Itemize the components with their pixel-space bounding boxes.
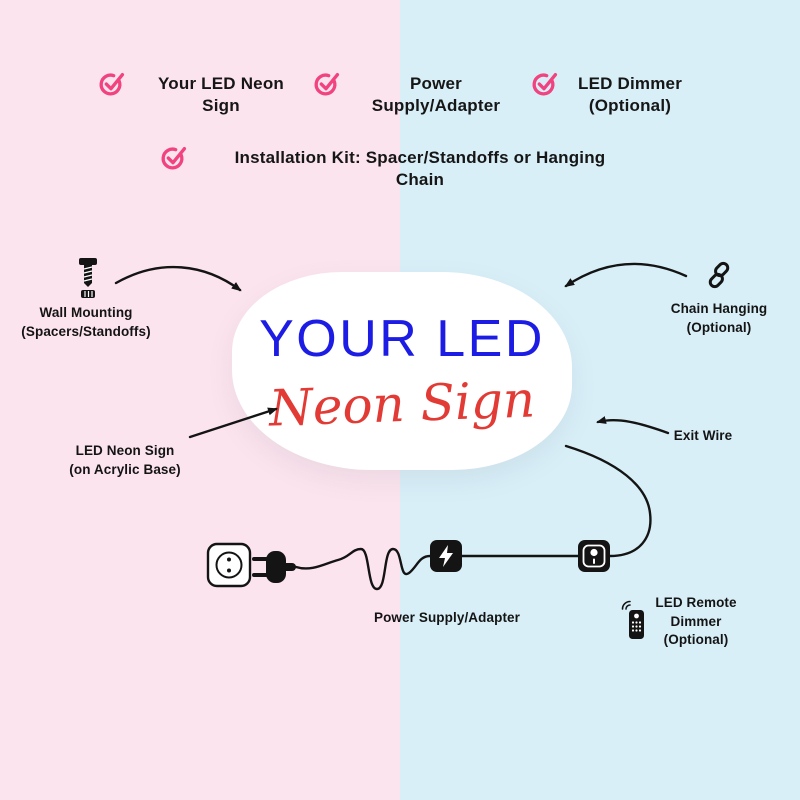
callout-line: LED Remote xyxy=(655,595,737,610)
power-adapter-icon xyxy=(429,539,463,578)
checklist-item-neon-sign: Your LED Neon Sign xyxy=(158,73,284,118)
power-plug-icon xyxy=(252,549,297,590)
checklist-line: Your LED Neon xyxy=(157,74,285,93)
check-icon xyxy=(160,144,187,171)
chain-hanging-arrow xyxy=(564,262,688,288)
callout-line: Wall Mounting xyxy=(39,305,133,320)
sign-script-text: Neon Sign xyxy=(268,370,536,438)
callout-line: Dimmer xyxy=(670,613,722,629)
callout-line: LED Neon Sign xyxy=(75,443,175,458)
chain-link-icon xyxy=(704,260,734,295)
power-supply-label: Power Supply/Adapter xyxy=(374,609,520,628)
checklist-line: Supply/Adapter xyxy=(371,96,501,116)
neon-sign-board: YOUR LED Neon Sign xyxy=(232,272,572,470)
checklist-line: Sign xyxy=(202,96,240,116)
callout-line: (Optional) xyxy=(663,632,729,648)
exit-wire-label: Exit Wire xyxy=(674,427,733,446)
callout-line: Power Supply/Adapter xyxy=(373,610,521,625)
dimmer-icon xyxy=(577,539,611,578)
callout-line: Chain Hanging xyxy=(670,301,768,316)
check-icon xyxy=(98,70,125,97)
screw-standoff-icon xyxy=(73,256,103,305)
check-icon xyxy=(313,70,340,97)
led-neon-sign-label: LED Neon Sign (on Acrylic Base) xyxy=(69,442,181,479)
led-remote-dimmer-label: LED Remote Dimmer (Optional) xyxy=(655,594,736,650)
wall-outlet-icon xyxy=(206,542,252,593)
sign-title-text: YOUR LED xyxy=(259,310,545,368)
checklist-item-led-dimmer: LED Dimmer (Optional) xyxy=(578,73,682,118)
check-icon xyxy=(531,70,558,97)
wall-mounting-arrow xyxy=(114,265,242,292)
checklist-line: Chain xyxy=(395,170,445,190)
callout-line: Exit Wire xyxy=(673,428,733,443)
checklist-item-power-supply: Power Supply/Adapter xyxy=(372,73,500,118)
checklist-item-installation-kit: Installation Kit: Spacer/Standoffs or Ha… xyxy=(235,147,606,192)
remote-control-icon xyxy=(620,600,650,645)
checklist-line: LED Dimmer xyxy=(577,74,683,93)
power-cord-wire xyxy=(294,547,432,591)
callout-line: (Spacers/Standoffs) xyxy=(21,323,151,339)
checklist-line: (Optional) xyxy=(588,96,672,116)
chain-hanging-label: Chain Hanging (Optional) xyxy=(671,300,768,337)
checklist-line: Installation Kit: Spacer/Standoffs or Ha… xyxy=(234,148,606,167)
callout-line: (on Acrylic Base) xyxy=(69,461,181,477)
checklist-line: Power xyxy=(409,74,463,93)
exit-wire-arrow xyxy=(596,416,670,435)
wall-mounting-label: Wall Mounting (Spacers/Standoffs) xyxy=(21,304,150,341)
callout-line: (Optional) xyxy=(686,319,752,335)
